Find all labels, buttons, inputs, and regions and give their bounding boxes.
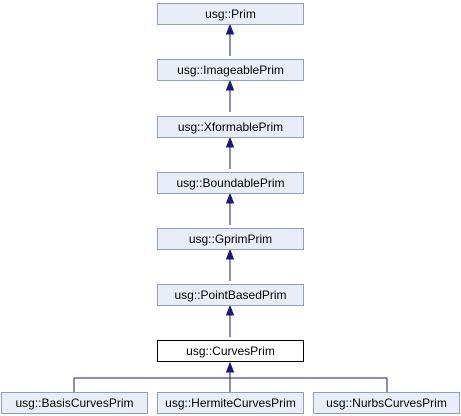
node-prim-label: usg::Prim	[205, 7, 256, 21]
node-hermite-curves-prim[interactable]: usg::HermiteCurvesPrim	[157, 392, 304, 414]
node-basis-curves-prim[interactable]: usg::BasisCurvesPrim	[1, 392, 148, 414]
arrowhead-boundable	[225, 192, 235, 204]
node-xformable-prim-label: usg::XformablePrim	[178, 120, 283, 134]
node-boundable-prim[interactable]: usg::BoundablePrim	[157, 172, 304, 194]
arrowhead-gprim	[225, 248, 235, 260]
node-nurbs-curves-prim[interactable]: usg::NurbsCurvesPrim	[313, 392, 460, 414]
node-imageable-prim-label: usg::ImageablePrim	[177, 63, 284, 77]
node-curves-prim-label: usg::CurvesPrim	[186, 344, 275, 358]
node-curves-prim: usg::CurvesPrim	[157, 340, 304, 362]
node-point-based-prim[interactable]: usg::PointBasedPrim	[157, 284, 304, 306]
node-gprim-prim[interactable]: usg::GprimPrim	[157, 228, 304, 250]
node-point-based-prim-label: usg::PointBasedPrim	[174, 288, 286, 302]
node-boundable-prim-label: usg::BoundablePrim	[176, 176, 284, 190]
node-xformable-prim[interactable]: usg::XformablePrim	[157, 116, 304, 138]
node-basis-curves-prim-label: usg::BasisCurvesPrim	[15, 396, 133, 410]
arrowhead-pointbased	[225, 304, 235, 316]
node-nurbs-curves-prim-label: usg::NurbsCurvesPrim	[326, 396, 447, 410]
arrowhead-prim	[225, 23, 235, 35]
node-prim[interactable]: usg::Prim	[157, 3, 304, 25]
arrowhead-curves	[225, 361, 235, 373]
node-imageable-prim[interactable]: usg::ImageablePrim	[157, 59, 304, 81]
arrowhead-xformable	[225, 136, 235, 148]
node-gprim-prim-label: usg::GprimPrim	[189, 232, 272, 246]
node-hermite-curves-prim-label: usg::HermiteCurvesPrim	[165, 396, 296, 410]
edges	[73, 23, 388, 392]
arrowhead-imageable	[225, 79, 235, 91]
